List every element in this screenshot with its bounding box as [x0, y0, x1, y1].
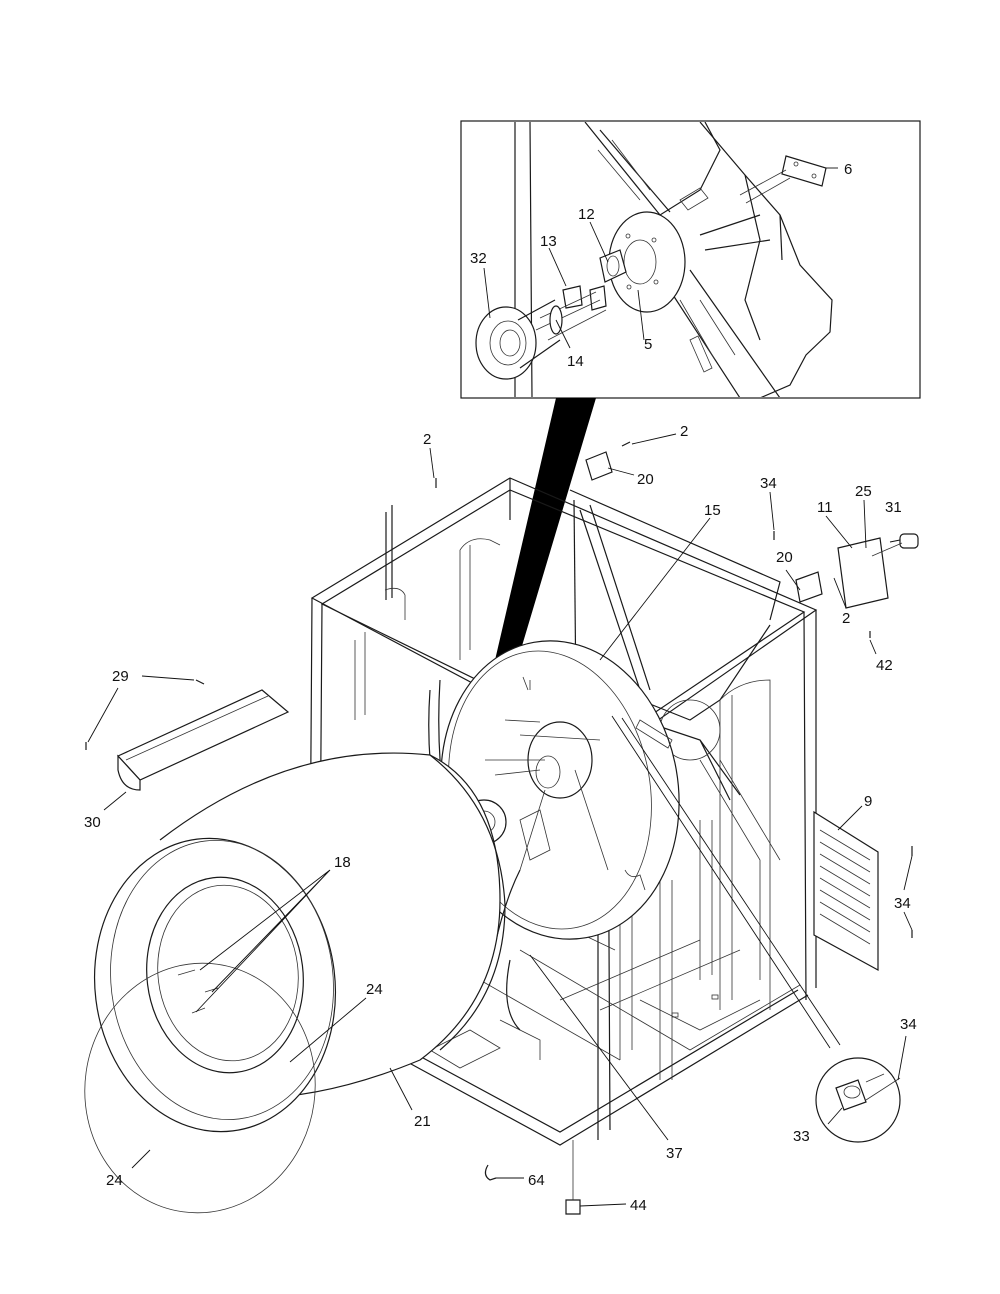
callout-34-top: 34 [760, 475, 777, 492]
screw-part-44 [565, 1199, 581, 1215]
callout-labels: 6 12 13 32 14 5 2 2 20 15 34 25 11 31 20… [84, 161, 917, 1214]
callout-13: 13 [540, 233, 557, 250]
callout-34-motor: 34 [900, 1016, 917, 1033]
callout-34-grille: 34 [894, 895, 911, 912]
drum [84, 752, 506, 1214]
callout-24-drum: 24 [366, 981, 383, 998]
callout-42: 42 [876, 657, 893, 674]
callout-9: 9 [864, 793, 872, 810]
callout-5: 5 [644, 336, 652, 353]
callout-2-clip: 2 [680, 423, 688, 440]
callout-29: 29 [112, 668, 129, 685]
callout-33: 33 [793, 1128, 810, 1145]
callout-11: 11 [817, 499, 833, 516]
callout-12: 12 [578, 206, 595, 223]
detail-inset [460, 120, 921, 399]
inset-frame [460, 120, 921, 399]
detail-circle-33 [611, 715, 901, 1143]
screw-part-29 [85, 679, 205, 750]
callout-20-top: 20 [637, 471, 654, 488]
callout-44: 44 [630, 1197, 647, 1214]
callout-21: 21 [414, 1113, 431, 1130]
plate-part-11 [837, 537, 889, 609]
callout-2-right: 2 [842, 610, 850, 627]
callout-14: 14 [567, 353, 584, 370]
callout-18: 18 [334, 854, 351, 871]
callout-31: 31 [885, 499, 902, 516]
filter-grille-part-9 [813, 810, 879, 972]
callout-20-right: 20 [776, 549, 793, 566]
leader-lines [87, 167, 913, 1207]
callout-37: 37 [666, 1145, 683, 1162]
knob-part-31 [871, 533, 919, 557]
callout-2-top: 2 [423, 431, 431, 448]
callout-24-seal: 24 [106, 1172, 123, 1189]
clip-part-64 [484, 1164, 497, 1181]
callout-64: 64 [528, 1172, 545, 1189]
screw-part-2-clip [621, 441, 631, 447]
callout-6: 6 [844, 161, 852, 178]
callout-25: 25 [855, 483, 872, 500]
clip-part-20-top [585, 451, 613, 481]
callout-32: 32 [470, 250, 487, 267]
front-rail-part-30 [117, 689, 290, 791]
clip-part-20-right [795, 571, 823, 603]
callout-15: 15 [704, 502, 721, 519]
callout-30: 30 [84, 814, 101, 831]
